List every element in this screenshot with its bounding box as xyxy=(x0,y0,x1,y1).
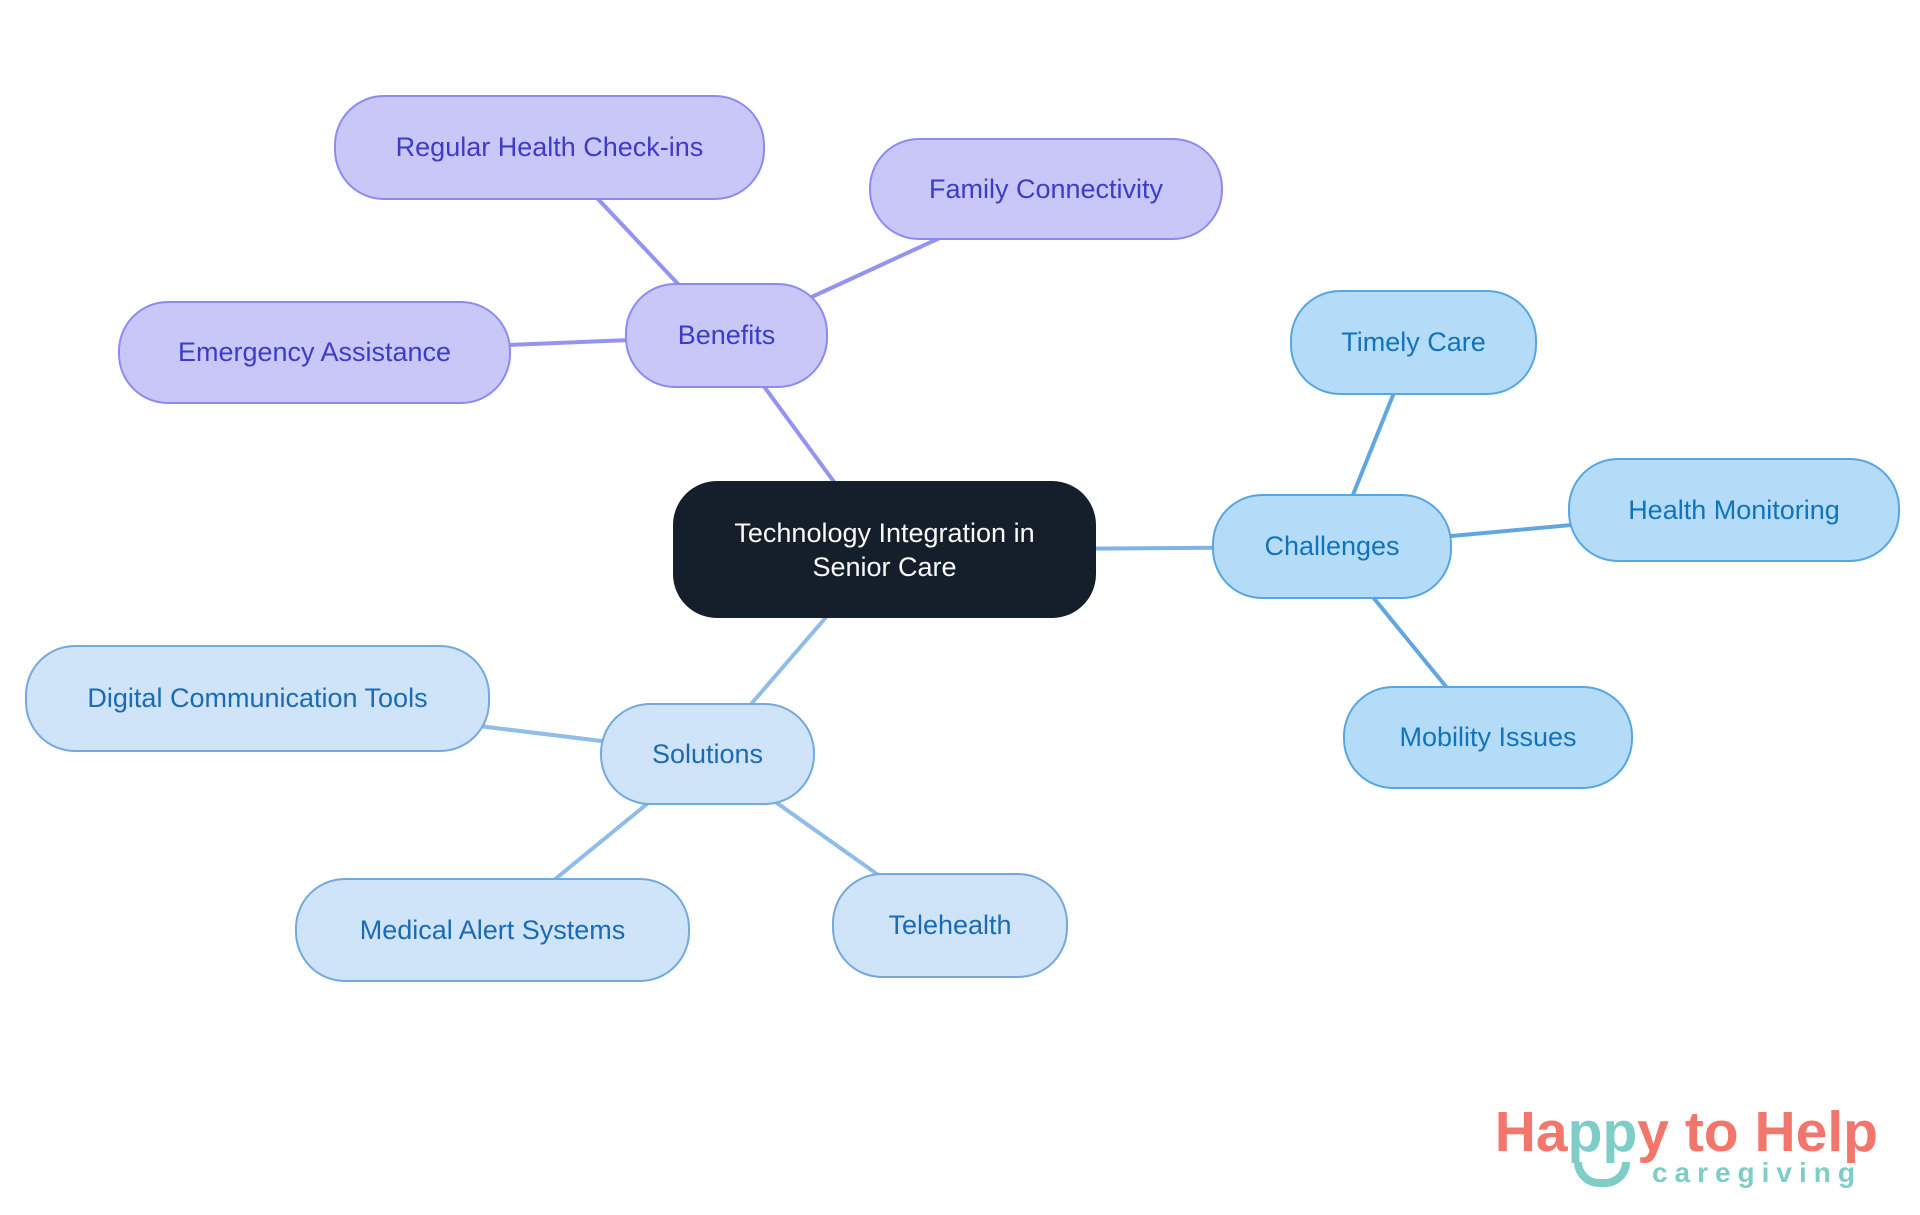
node-telehealth-label: Telehealth xyxy=(888,910,1012,940)
node-regular-health-check-ins-label: Regular Health Check-ins xyxy=(395,132,704,162)
logo-text-help: Help xyxy=(1754,1100,1878,1164)
node-solutions[interactable]: Solutions xyxy=(600,703,815,805)
node-health-monitoring[interactable]: Health Monitoring xyxy=(1568,458,1900,562)
node-family-connectivity-label: Family Connectivity xyxy=(928,173,1164,204)
node-timely-care-label: Timely Care xyxy=(1341,327,1486,357)
node-emergency-assistance[interactable]: Emergency Assistance xyxy=(118,301,511,404)
logo-text-pp-letters: pp xyxy=(1567,1100,1638,1164)
node-challenges-label: Challenges xyxy=(1264,531,1400,561)
logo-text-ha: Ha xyxy=(1494,1100,1568,1164)
node-family-connectivity[interactable]: Family Connectivity xyxy=(869,138,1223,240)
node-medical-alert-systems-label: Medical Alert Systems xyxy=(359,914,626,945)
node-root[interactable]: Technology Integration in Senior Care xyxy=(673,481,1096,618)
node-regular-health-check-ins[interactable]: Regular Health Check-ins xyxy=(334,95,765,200)
node-digital-communication-tools-label: Digital Communication Tools xyxy=(87,683,428,713)
logo-text-to: to xyxy=(1668,1100,1755,1164)
node-timely-care[interactable]: Timely Care xyxy=(1290,290,1537,395)
node-digital-communication-tools[interactable]: Digital Communication Tools xyxy=(25,645,490,752)
node-telehealth[interactable]: Telehealth xyxy=(832,873,1068,978)
node-solutions-label: Solutions xyxy=(651,738,764,769)
node-benefits-label: Benefits xyxy=(677,320,776,350)
logo-tagline: caregiving xyxy=(1651,1157,1862,1188)
root-label-line1: Technology Integration in xyxy=(734,517,1035,548)
node-benefits[interactable]: Benefits xyxy=(625,283,828,388)
node-emergency-assistance-label: Emergency Assistance xyxy=(177,337,452,367)
node-medical-alert-systems[interactable]: Medical Alert Systems xyxy=(295,878,690,982)
root-label-line2: Senior Care xyxy=(812,551,957,582)
node-mobility-issues[interactable]: Mobility Issues xyxy=(1343,686,1633,789)
node-challenges[interactable]: Challenges xyxy=(1212,494,1452,599)
node-mobility-issues-label: Mobility Issues xyxy=(1399,722,1577,752)
node-health-monitoring-label: Health Monitoring xyxy=(1628,494,1840,525)
logo-text-y: y xyxy=(1637,1100,1669,1164)
logo-text-pp: pp xyxy=(1567,1100,1638,1188)
smile-icon xyxy=(1574,1162,1631,1188)
